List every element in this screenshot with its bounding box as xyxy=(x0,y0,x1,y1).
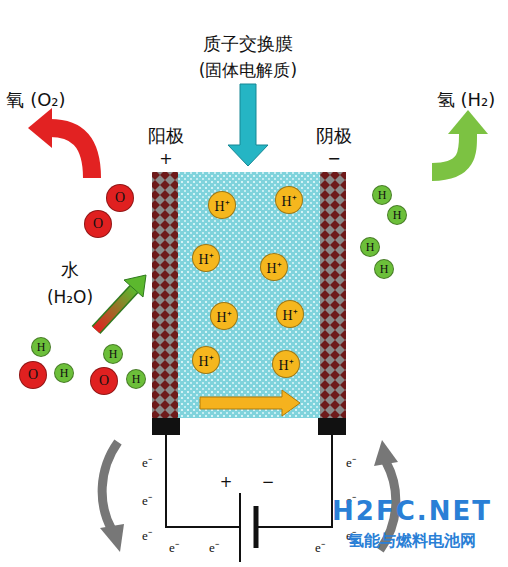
atom-symbol: H xyxy=(60,366,69,381)
proton-ion: H⁺ xyxy=(192,244,220,272)
hydrogen-atom: H xyxy=(360,237,380,257)
proton-ion: H⁺ xyxy=(192,346,220,374)
atom-symbol: H xyxy=(366,240,375,255)
water-arrow-head xyxy=(124,275,146,297)
atom-symbol: H⁺ xyxy=(214,196,229,215)
atom-symbol: H⁺ xyxy=(282,305,297,324)
oxygen-arrow-head xyxy=(28,108,52,148)
cathode-electrode xyxy=(320,172,346,418)
electron-label: e⁻ xyxy=(209,538,219,556)
hydrogen-atom: H xyxy=(372,185,392,205)
atom-symbol: H⁺ xyxy=(281,191,296,210)
oxygen-atom: O xyxy=(84,210,112,238)
hydrogen-atom: H xyxy=(103,344,123,364)
electron-label: e⁻ xyxy=(346,453,356,471)
atom-symbol: H xyxy=(380,262,389,277)
atom-symbol: H xyxy=(109,347,118,362)
anode-electrode xyxy=(152,172,178,418)
proton-ion: H⁺ xyxy=(208,191,236,219)
part-name: 质子交换膜 xyxy=(203,32,293,56)
product-label: 氢 (H₂) xyxy=(437,88,496,112)
atom-symbol: H⁺ xyxy=(216,307,231,326)
electron-arrow xyxy=(102,442,118,530)
electron-label: e⁻ xyxy=(315,538,325,556)
reactant-label: (H₂O) xyxy=(47,287,93,307)
anode-terminal xyxy=(152,418,180,435)
oxygen-atom: O xyxy=(19,361,47,389)
proton-ion: H⁺ xyxy=(272,350,300,378)
pointer-arrow xyxy=(228,84,268,166)
atom-symbol: H xyxy=(37,340,46,355)
oxygen-atom: O xyxy=(106,184,134,212)
part-name: (固体电解质) xyxy=(199,59,297,82)
atom-symbol: O xyxy=(99,373,109,389)
atom-symbol: H⁺ xyxy=(198,351,213,370)
proton-ion: H⁺ xyxy=(210,302,238,330)
atom-symbol: O xyxy=(115,190,125,206)
wire xyxy=(166,435,240,527)
water-arrow xyxy=(96,289,134,330)
atom-symbol: H⁺ xyxy=(198,249,213,268)
hydrogen-atom: H xyxy=(31,337,51,357)
polarity-sign: + xyxy=(220,473,233,491)
oxygen-arrow xyxy=(50,128,92,178)
polarity-sign: − xyxy=(262,473,275,491)
electrode-name: 阴极 xyxy=(316,124,352,148)
electron-arrow-head xyxy=(100,524,124,552)
electron-label: e⁻ xyxy=(142,453,152,471)
product-label: 氧 (O₂) xyxy=(6,88,65,112)
atom-symbol: H⁺ xyxy=(266,258,281,277)
atom-symbol: O xyxy=(28,367,38,383)
hydrogen-atom: H xyxy=(387,205,407,225)
reactant-label: 水 xyxy=(61,258,79,282)
membrane xyxy=(178,172,320,418)
proton-ion: H⁺ xyxy=(260,253,288,281)
atom-symbol: H xyxy=(378,188,387,203)
wire xyxy=(256,435,332,527)
polarity-sign: − xyxy=(327,149,340,168)
hydrogen-atom: H xyxy=(54,363,74,383)
electrode-name: 阳极 xyxy=(148,124,184,148)
atom-symbol: H⁺ xyxy=(278,355,293,374)
atom-symbol: O xyxy=(93,216,103,232)
cathode-terminal xyxy=(318,418,346,435)
battery-plate xyxy=(239,493,241,562)
electron-arrow-head xyxy=(374,440,398,466)
water-arrow xyxy=(96,289,134,330)
atom-symbol: H xyxy=(132,372,141,387)
electron-label: e⁻ xyxy=(169,538,179,556)
proton-ion: H⁺ xyxy=(276,300,304,328)
battery-plate xyxy=(254,506,259,548)
electron-label: e⁻ xyxy=(142,491,152,509)
oxygen-atom: O xyxy=(90,367,118,395)
proton-ion: H⁺ xyxy=(275,186,303,214)
polarity-sign: + xyxy=(159,149,172,168)
atom-symbol: H xyxy=(393,208,402,223)
electron-label: e⁻ xyxy=(142,526,152,544)
hydrogen-arrow-head xyxy=(448,110,488,134)
hydrogen-atom: H xyxy=(126,369,146,389)
watermark: 氢能与燃料电池网 xyxy=(348,531,476,552)
hydrogen-atom: H xyxy=(374,259,394,279)
hydrogen-arrow xyxy=(432,132,468,172)
proton-flow-arrow xyxy=(200,390,300,416)
watermark: H2FC.NET xyxy=(332,496,492,526)
